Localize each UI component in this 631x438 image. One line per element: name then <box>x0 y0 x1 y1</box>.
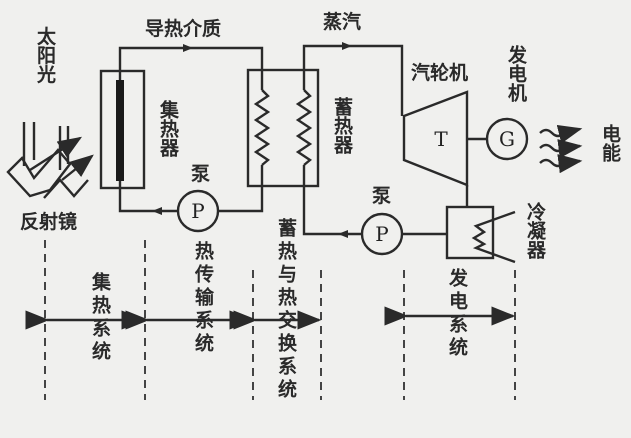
system-boundaries <box>44 240 516 400</box>
system-span-arrows <box>25 306 516 330</box>
generator-label: 发电机 <box>505 44 528 103</box>
collector-label: 集热器 <box>157 99 180 158</box>
electric-output-arrows-icon <box>539 124 583 174</box>
collector-absorber-tube <box>116 80 124 181</box>
storage-coil-right <box>295 89 313 166</box>
system-label-collection: 集热系统 <box>89 271 112 364</box>
flow-arrow-left <box>152 207 162 215</box>
svg-text:G: G <box>499 127 515 151</box>
storage-coil-left <box>253 89 271 166</box>
svg-text:T: T <box>434 127 448 151</box>
system-label-transfer: 热传输系统 <box>192 240 215 356</box>
steam-label: 蒸汽 <box>323 10 361 33</box>
return-flow-arrow <box>338 230 348 238</box>
storage-box <box>246 68 320 188</box>
storage-label: 蓄热器 <box>331 96 354 155</box>
flow-arrow-right <box>183 44 193 52</box>
electric-energy-label: 电能 <box>599 123 621 162</box>
turbine: T <box>402 90 469 187</box>
collector-box <box>99 69 146 190</box>
turbine-label: 汽轮机 <box>411 61 468 84</box>
condenser-coil <box>471 210 516 264</box>
steam-pipe <box>302 44 404 116</box>
condenser-label: 冷凝器 <box>524 201 547 260</box>
system-label-storage-exchange: 蓄热与热交换系统 <box>275 217 297 402</box>
condenser-box <box>445 205 495 260</box>
generator: G <box>485 117 529 161</box>
heat-medium-label: 导热介质 <box>145 17 221 40</box>
pump-2-label: 泵 <box>372 185 391 207</box>
system-label-generation: 发电系统 <box>446 267 469 360</box>
pump-1-label: 泵 <box>191 163 210 185</box>
reflector-mirror-icon <box>6 122 94 199</box>
mirror-label: 反射镜 <box>20 210 77 233</box>
pump-2: P <box>360 212 404 256</box>
svg-text:P: P <box>375 222 388 246</box>
steam-flow-arrow <box>342 42 352 50</box>
pump-1: P <box>176 189 220 233</box>
svg-text:P: P <box>191 199 204 223</box>
heat-medium-pipe-top <box>118 46 264 90</box>
sunlight-label: 太阳光 <box>34 25 57 83</box>
